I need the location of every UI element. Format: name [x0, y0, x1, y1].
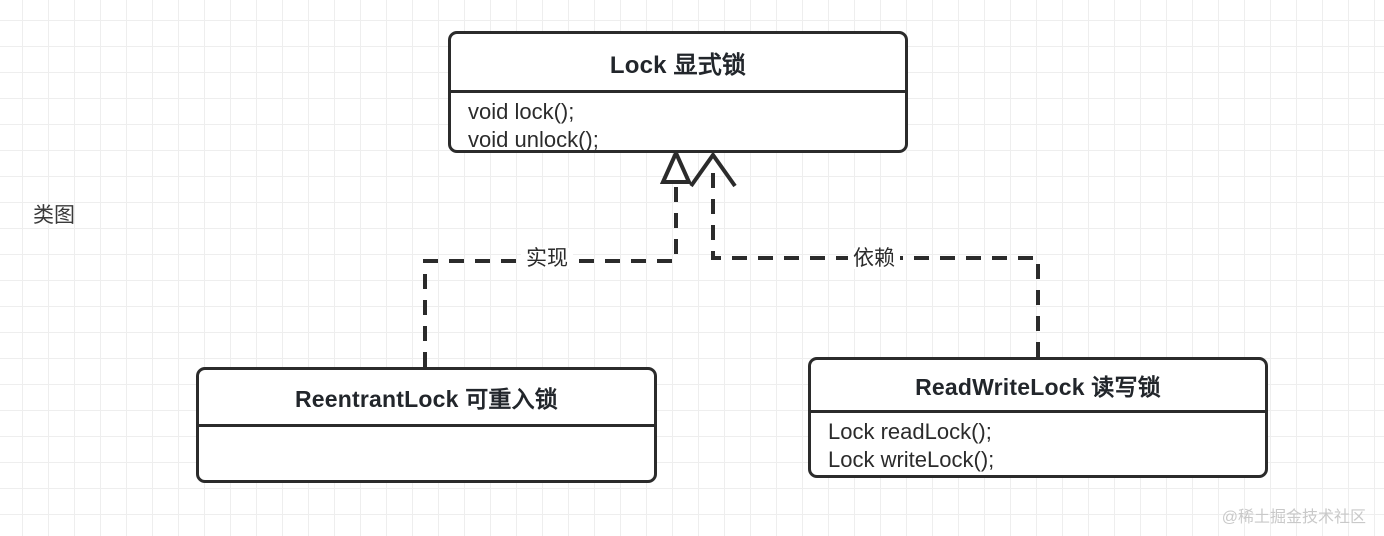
class-box-reentrantlock[interactable]: ReentrantLock 可重入锁: [196, 367, 657, 483]
class-title-reentrantlock: ReentrantLock 可重入锁: [294, 386, 559, 412]
class-members-reentrantlock: [199, 427, 654, 480]
hollow-triangle-arrowhead-icon: [659, 148, 693, 184]
class-member: void lock();: [468, 99, 575, 124]
class-members-readwritelock: Lock readLock(); Lock writeLock();: [811, 413, 1265, 475]
edge-label-realization: 实现: [521, 248, 573, 269]
class-member: Lock readLock();: [828, 419, 992, 444]
edge-realization-line: [423, 178, 678, 367]
class-divider: [811, 410, 1265, 413]
diagram-caption: 类图: [33, 204, 75, 227]
class-member: Lock writeLock();: [828, 447, 995, 473]
class-box-lock[interactable]: Lock 显式锁 void lock(); void unlock();: [448, 31, 908, 153]
class-title-readwritelock: ReadWriteLock 读写锁: [915, 374, 1161, 400]
edge-label-dependency: 依赖: [848, 248, 900, 269]
class-box-readwritelock[interactable]: ReadWriteLock 读写锁 Lock readLock(); Lock …: [808, 357, 1268, 478]
class-member: void unlock();: [468, 127, 599, 153]
watermark: @稀土掘金技术社区: [1221, 509, 1366, 526]
open-arrowhead-icon: [689, 151, 737, 188]
class-title-lock: Lock 显式锁: [609, 51, 747, 79]
class-members-lock: void lock(); void unlock();: [451, 93, 905, 153]
class-divider: [199, 424, 654, 427]
class-divider: [451, 90, 905, 93]
